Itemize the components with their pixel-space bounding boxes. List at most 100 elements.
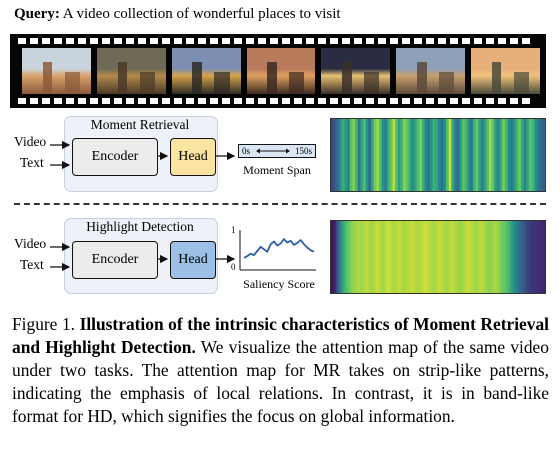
attention-column	[504, 119, 508, 191]
perforation	[402, 38, 410, 44]
attention-column	[504, 221, 508, 293]
frame-old-town	[396, 48, 466, 94]
attention-column	[352, 221, 356, 293]
perforation	[30, 38, 38, 44]
attention-column	[443, 221, 447, 293]
attention-column	[486, 119, 490, 191]
attention-column	[496, 221, 500, 293]
attention-column	[467, 119, 471, 191]
perforation	[198, 98, 206, 104]
attention-column	[526, 221, 530, 293]
attention-column	[397, 119, 401, 191]
attention-column	[491, 221, 495, 293]
perforation	[114, 98, 122, 104]
attention-column	[355, 119, 359, 191]
attention-column	[523, 221, 527, 293]
attention-column	[528, 119, 533, 191]
caption-prefix: Figure 1.	[12, 314, 80, 334]
attention-column	[440, 221, 444, 293]
attention-column	[347, 119, 351, 191]
attention-column	[427, 221, 431, 293]
building-silhouette	[289, 71, 305, 94]
frame-night-street	[321, 48, 391, 94]
perforation	[450, 98, 458, 104]
perforation	[90, 98, 98, 104]
attention-column	[515, 119, 519, 191]
span-double-arrow	[255, 148, 290, 154]
perforation	[498, 98, 506, 104]
perforation	[18, 98, 26, 104]
perforation	[222, 98, 230, 104]
attention-column	[440, 119, 444, 191]
perforation	[354, 38, 362, 44]
perforation	[258, 98, 266, 104]
attention-column	[357, 119, 361, 191]
attention-column	[403, 119, 407, 191]
perforation	[30, 98, 38, 104]
attention-column	[405, 119, 409, 191]
attention-column	[424, 119, 428, 191]
perforation	[354, 98, 362, 104]
mr-arrows	[50, 140, 236, 170]
attention-column	[531, 119, 535, 191]
attention-column	[518, 119, 522, 191]
perforation	[342, 98, 350, 104]
attention-column	[435, 119, 439, 191]
video-frames	[22, 48, 541, 94]
attention-column	[365, 221, 369, 293]
attention-column	[456, 119, 460, 191]
perforation	[282, 98, 290, 104]
perforation	[486, 98, 494, 104]
building-silhouette	[42, 61, 53, 94]
attention-column	[491, 119, 495, 191]
attention-column	[478, 119, 482, 191]
perforation	[150, 98, 158, 104]
query-text: A video collection of wonderful places t…	[59, 6, 341, 22]
attention-column	[526, 119, 530, 191]
attention-column	[403, 221, 407, 293]
attention-column	[499, 221, 503, 293]
perforation	[174, 98, 182, 104]
attention-column	[413, 221, 417, 293]
attention-column	[424, 221, 428, 293]
perforation	[234, 98, 242, 104]
perforation	[138, 98, 146, 104]
attention-column	[392, 221, 396, 293]
attention-column	[384, 119, 388, 191]
mr-head-box: Head	[170, 138, 216, 176]
attention-column	[376, 119, 380, 191]
hd-head-label: Head	[178, 252, 208, 267]
attention-column	[387, 221, 391, 293]
attention-column	[432, 221, 436, 293]
attention-column	[419, 221, 423, 293]
attention-column	[470, 221, 474, 293]
attention-column	[427, 119, 431, 191]
building-silhouette	[491, 61, 502, 94]
perforation	[330, 38, 338, 44]
perforation	[150, 38, 158, 44]
attention-column	[486, 221, 490, 293]
attention-column	[395, 221, 399, 293]
attention-column	[413, 119, 417, 191]
attention-column	[528, 221, 533, 293]
attention-column	[368, 119, 372, 191]
attention-column	[502, 221, 506, 293]
attention-column	[392, 119, 396, 191]
attention-column	[341, 221, 345, 293]
attention-column	[411, 221, 415, 293]
perforation	[366, 38, 374, 44]
attention-column	[483, 221, 487, 293]
attention-column	[459, 119, 463, 191]
attention-column	[363, 119, 367, 191]
attention-column	[368, 221, 372, 293]
attention-column	[518, 221, 522, 293]
perforation	[210, 38, 218, 44]
attention-column	[360, 119, 364, 191]
mr-encoder-box: Encoder	[72, 138, 158, 176]
perforation	[378, 38, 386, 44]
attention-column	[408, 119, 412, 191]
attention-column	[536, 119, 541, 191]
attention-column	[483, 119, 487, 191]
attention-column	[459, 221, 463, 293]
perforation	[222, 38, 230, 44]
